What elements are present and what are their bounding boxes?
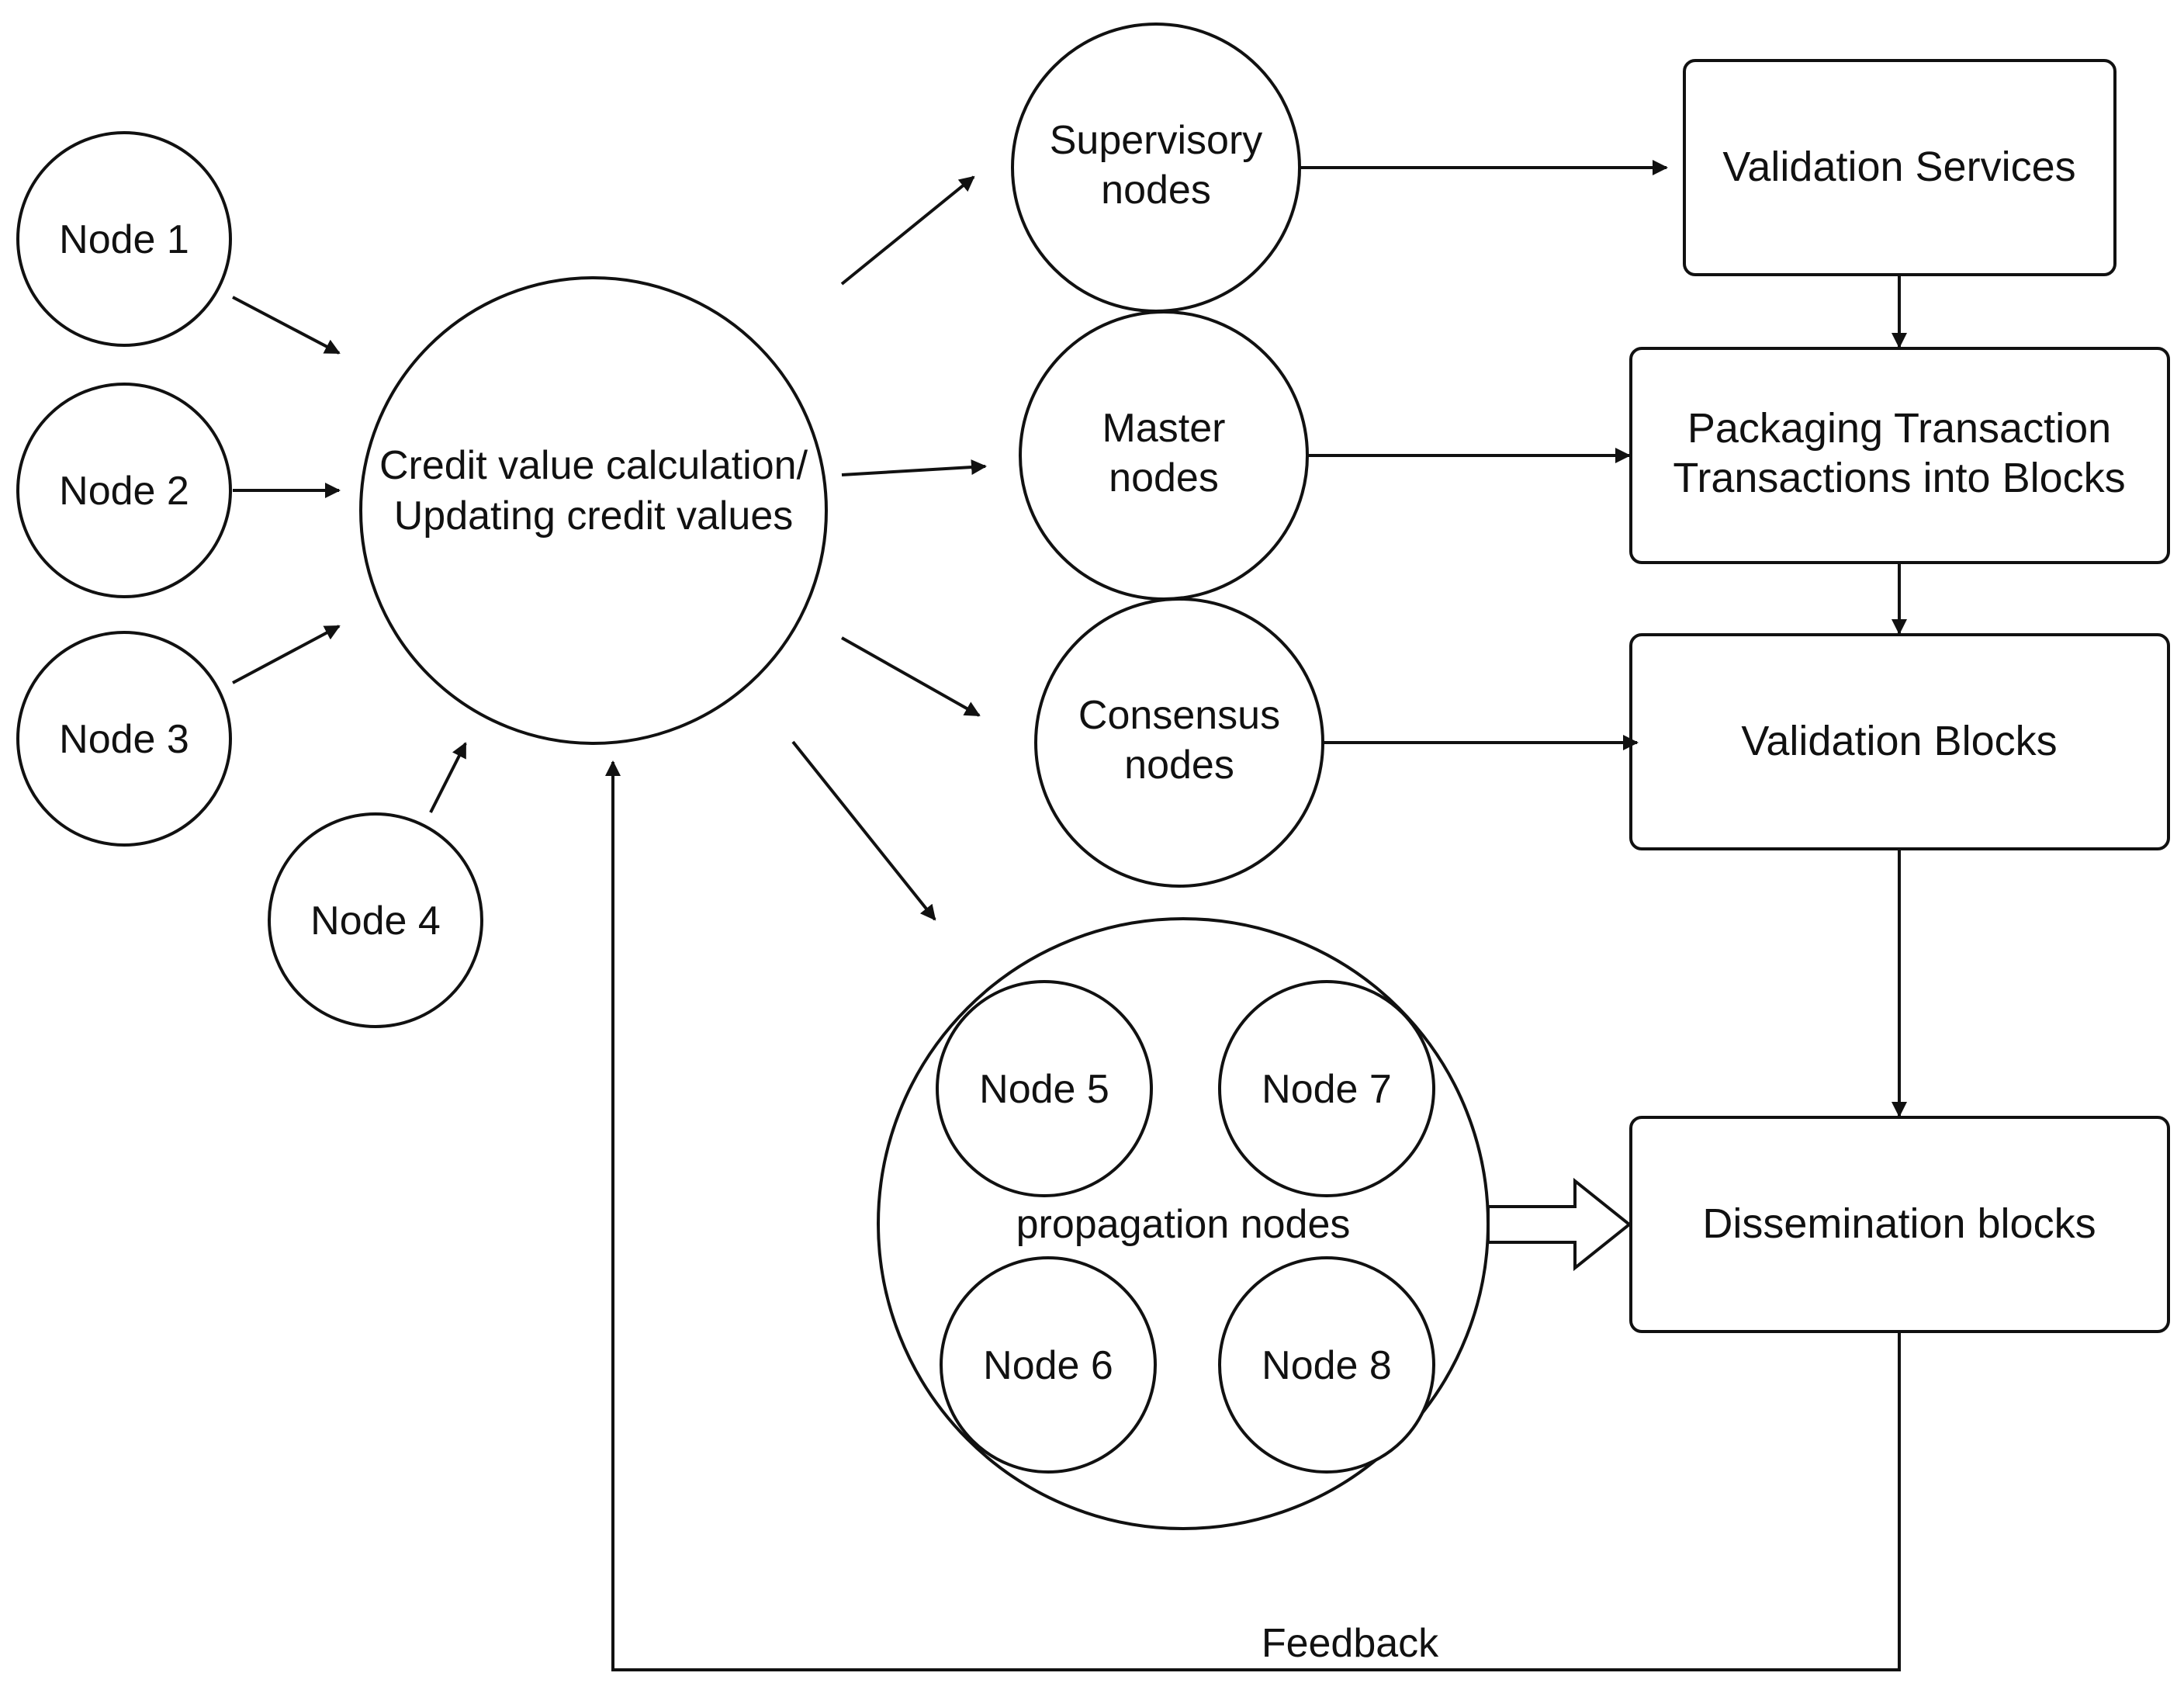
- edge-propagation-to-dissemination: [1487, 1177, 1632, 1272]
- dissemination-blocks-box: Dissemination blocks: [1629, 1116, 2170, 1333]
- packaging-transactions-label-line2: Transactions into Blocks: [1673, 455, 2125, 501]
- validation-services-box: Validation Services: [1683, 59, 2117, 276]
- credit-calculation-node: Credit value calculation/ Updating credi…: [359, 276, 828, 745]
- feedback-label: Feedback: [1262, 1621, 1439, 1666]
- node-6-label: Node 6: [983, 1343, 1113, 1388]
- packaging-transactions-label-line1: Packaging Transaction: [1687, 405, 2111, 452]
- node-8: Node 8: [1218, 1256, 1435, 1474]
- validation-blocks-box: Validation Blocks: [1629, 633, 2170, 850]
- node-4-label: Node 4: [310, 899, 441, 944]
- consensus-nodes-label-line1: Consensus: [1078, 693, 1280, 738]
- master-nodes-label-line2: nodes: [1109, 455, 1219, 500]
- node-1-label: Node 1: [59, 217, 189, 262]
- node-2: Node 2: [16, 383, 232, 598]
- credit-calculation-label-line2: Updating credit values: [394, 494, 794, 539]
- node-7: Node 7: [1218, 980, 1435, 1197]
- node-7-label: Node 7: [1262, 1067, 1392, 1112]
- supervisory-nodes-label-line2: nodes: [1101, 168, 1211, 213]
- node-3-label: Node 3: [59, 717, 189, 762]
- propagation-nodes-group: Node 5 Node 7 Node 6 Node 8 propagation …: [877, 917, 1490, 1530]
- master-nodes-label-line1: Master: [1102, 406, 1226, 451]
- edge-credit-to-consensus: [841, 636, 981, 717]
- dissemination-blocks-label: Dissemination blocks: [1702, 1200, 2096, 1247]
- edge-node1-to-credit: [232, 296, 341, 355]
- edge-node3-to-credit: [232, 625, 341, 684]
- node-2-label: Node 2: [59, 469, 189, 514]
- node-5: Node 5: [936, 980, 1153, 1197]
- edge-credit-to-master: [841, 459, 987, 476]
- edge-credit-to-supervisory: [840, 175, 975, 286]
- propagation-nodes-label: propagation nodes: [1016, 1202, 1351, 1247]
- consensus-nodes-label-line2: nodes: [1124, 743, 1234, 788]
- node-1: Node 1: [16, 131, 232, 347]
- validation-blocks-label: Validation Blocks: [1741, 718, 2057, 764]
- node-3: Node 3: [16, 631, 232, 847]
- edge-node4-to-credit: [429, 742, 467, 813]
- consensus-nodes: Consensus nodes: [1034, 597, 1324, 888]
- edge-feedback-loop: [605, 760, 1901, 1671]
- edge-credit-to-propagation: [791, 740, 936, 921]
- master-nodes: Master nodes: [1019, 310, 1309, 601]
- node-8-label: Node 8: [1262, 1343, 1392, 1388]
- node-4: Node 4: [268, 812, 483, 1028]
- credit-calculation-label-line1: Credit value calculation/: [379, 443, 808, 488]
- node-5-label: Node 5: [979, 1067, 1109, 1112]
- validation-services-label: Validation Services: [1722, 144, 2075, 190]
- supervisory-nodes-label-line1: Supervisory: [1050, 118, 1263, 163]
- supervisory-nodes: Supervisory nodes: [1011, 23, 1301, 313]
- node-6: Node 6: [940, 1256, 1157, 1474]
- packaging-transactions-box: Packaging Transaction Transactions into …: [1629, 347, 2170, 564]
